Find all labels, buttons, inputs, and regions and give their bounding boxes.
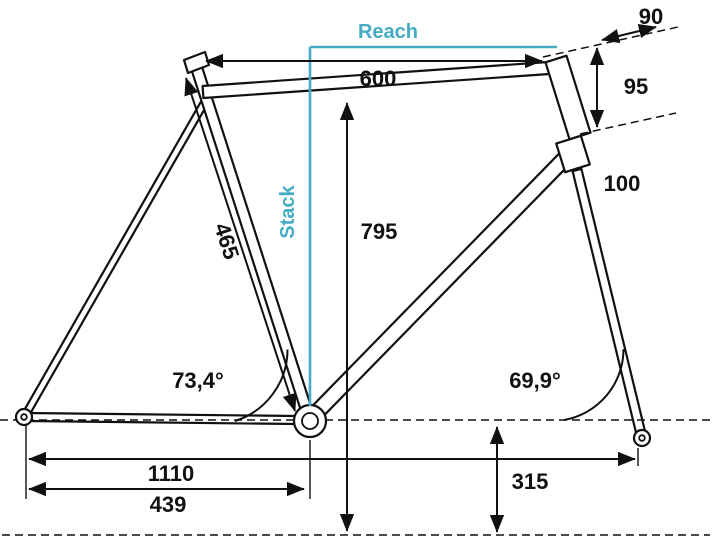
bb-height-value: 315 bbox=[512, 469, 549, 494]
stack-reach-lines bbox=[308, 45, 557, 406]
chainstay-value: 439 bbox=[150, 492, 187, 517]
head-tube-value: 95 bbox=[624, 74, 648, 99]
reach-label: Reach bbox=[358, 21, 418, 43]
dimension-labels: Reach Stack 600 90 95 100 795 465 73,4° … bbox=[148, 4, 664, 517]
head-tube bbox=[544, 54, 592, 141]
extension-lines bbox=[25, 424, 639, 499]
rear-dropout-inner bbox=[20, 413, 28, 421]
front-dropout-inner bbox=[638, 434, 646, 442]
seat-tube-angle-value: 73,4° bbox=[172, 368, 224, 393]
fork-crown bbox=[555, 134, 591, 174]
top-tube-value: 600 bbox=[360, 66, 397, 91]
standover-value: 795 bbox=[361, 219, 398, 244]
head-tube-angle-arc bbox=[563, 349, 625, 421]
stack-label: Stack bbox=[277, 184, 299, 238]
hubs bbox=[14, 403, 652, 448]
stem-dimension-arrow bbox=[601, 24, 657, 43]
head-tube-angle-value: 69,9° bbox=[509, 368, 561, 393]
head-tube-extension-value: 100 bbox=[604, 171, 641, 196]
chain-stay-tube bbox=[24, 411, 298, 426]
head-tube-bottom-dashed-line bbox=[579, 112, 677, 135]
wheelbase-value: 1110 bbox=[148, 461, 195, 486]
stem-value: 90 bbox=[639, 4, 663, 29]
dimension-arrows bbox=[28, 24, 657, 533]
seat-tube-dimension-arrow bbox=[184, 77, 297, 412]
bottom-bracket-inner bbox=[301, 412, 319, 430]
